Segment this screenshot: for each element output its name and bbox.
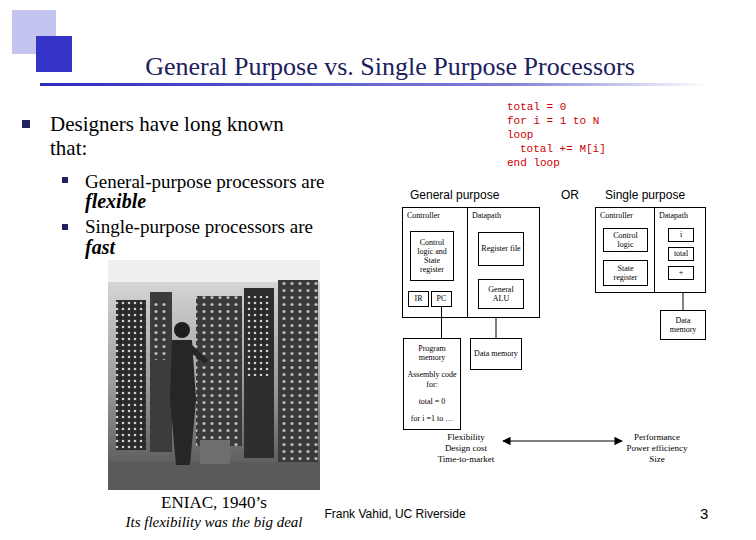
column-heading: General purpose bbox=[410, 189, 499, 203]
box-heading: Controller bbox=[600, 211, 650, 220]
code-line: for i = 1 to N bbox=[507, 115, 599, 128]
control-logic-box: Control logic bbox=[603, 228, 648, 252]
datapath-box: DatapathRegister fileGeneral ALU bbox=[467, 207, 540, 318]
tradeoff-label: Performance bbox=[612, 432, 702, 442]
code-line: total = 0 bbox=[507, 101, 566, 114]
title-rule bbox=[40, 83, 710, 86]
register-box: PC bbox=[431, 291, 452, 307]
controller-box: ControllerControl logic and State regist… bbox=[402, 207, 468, 318]
box-text: total = 0 bbox=[419, 397, 446, 406]
control-logic-box: Control logic and State register bbox=[410, 231, 454, 281]
box-text: total bbox=[674, 249, 688, 258]
adder-box: + bbox=[668, 266, 694, 280]
register-box: i bbox=[668, 228, 694, 242]
register-file-box: Register file bbox=[478, 232, 524, 266]
bullet-marker bbox=[62, 177, 68, 183]
box-text: for i =1 to … bbox=[411, 414, 453, 423]
box-heading: Datapath bbox=[472, 211, 535, 220]
alu-box: General ALU bbox=[478, 279, 524, 309]
page-number: 3 bbox=[700, 505, 708, 522]
memory-box: Program memoryAssembly code for: total = … bbox=[403, 338, 461, 430]
tradeoff-label: Time-to-market bbox=[421, 454, 511, 464]
box-text: Assembly code for: bbox=[406, 370, 458, 388]
photo-caption: Its flexibility was the big deal bbox=[104, 514, 324, 531]
datapath-box: Datapath i total + bbox=[654, 207, 706, 293]
eniac-photo bbox=[108, 260, 320, 490]
controller-box: ControllerControl logicState register bbox=[595, 207, 655, 293]
bullet-text: Designers have long known that: bbox=[50, 112, 325, 160]
tradeoff-label: Power efficiency bbox=[612, 443, 702, 453]
box-text: Control logic and State register bbox=[413, 238, 451, 275]
bullet-marker bbox=[22, 120, 30, 128]
box-text: IR bbox=[415, 294, 423, 303]
box-text: Program memory bbox=[406, 344, 458, 362]
code-line: end loop bbox=[507, 157, 560, 170]
box-text: Control logic bbox=[606, 231, 645, 249]
state-register-box: State register bbox=[603, 260, 648, 286]
box-text: Data memory bbox=[663, 316, 703, 334]
box-text: Register file bbox=[481, 244, 520, 253]
emphasis-word: fast bbox=[85, 236, 115, 259]
memory-box: Data memory bbox=[660, 310, 706, 340]
register-box: IR bbox=[408, 291, 429, 307]
box-text: + bbox=[679, 268, 684, 277]
tradeoff-label: Design cost bbox=[421, 443, 511, 453]
code-line: total += M[i] bbox=[520, 143, 606, 156]
box-text: State register bbox=[606, 264, 645, 282]
emphasis-word: flexible bbox=[85, 190, 146, 213]
slide-title: General Purpose vs. Single Purpose Proce… bbox=[70, 52, 710, 82]
box-heading: Datapath bbox=[659, 211, 701, 220]
box-text: Data memory bbox=[474, 349, 518, 358]
tradeoff-label: Size bbox=[612, 454, 702, 464]
corner-square bbox=[36, 36, 72, 72]
bullet-text: Single-purpose processors are bbox=[85, 216, 313, 238]
or-label: OR bbox=[561, 189, 579, 203]
box-heading: Controller bbox=[407, 211, 463, 220]
column-heading: Single purpose bbox=[605, 189, 685, 203]
register-box: total bbox=[668, 247, 694, 261]
connector-line bbox=[441, 307, 442, 338]
bullet-text: General-purpose processors are bbox=[85, 171, 325, 193]
tradeoff-arrow bbox=[503, 440, 622, 441]
tradeoff-label: Flexibility bbox=[421, 432, 511, 442]
code-line: loop bbox=[507, 129, 533, 142]
box-text: i bbox=[680, 230, 682, 239]
footer-text: Frank Vahid, UC Riverside bbox=[320, 508, 470, 522]
box-text: PC bbox=[437, 294, 447, 303]
box-text: General ALU bbox=[481, 285, 521, 303]
memory-box: Data memory bbox=[470, 338, 522, 370]
connector-line bbox=[496, 318, 497, 338]
photo-caption: ENIAC, 1940’s bbox=[109, 493, 319, 513]
bullet-marker bbox=[62, 224, 68, 230]
connector-line bbox=[683, 293, 684, 310]
